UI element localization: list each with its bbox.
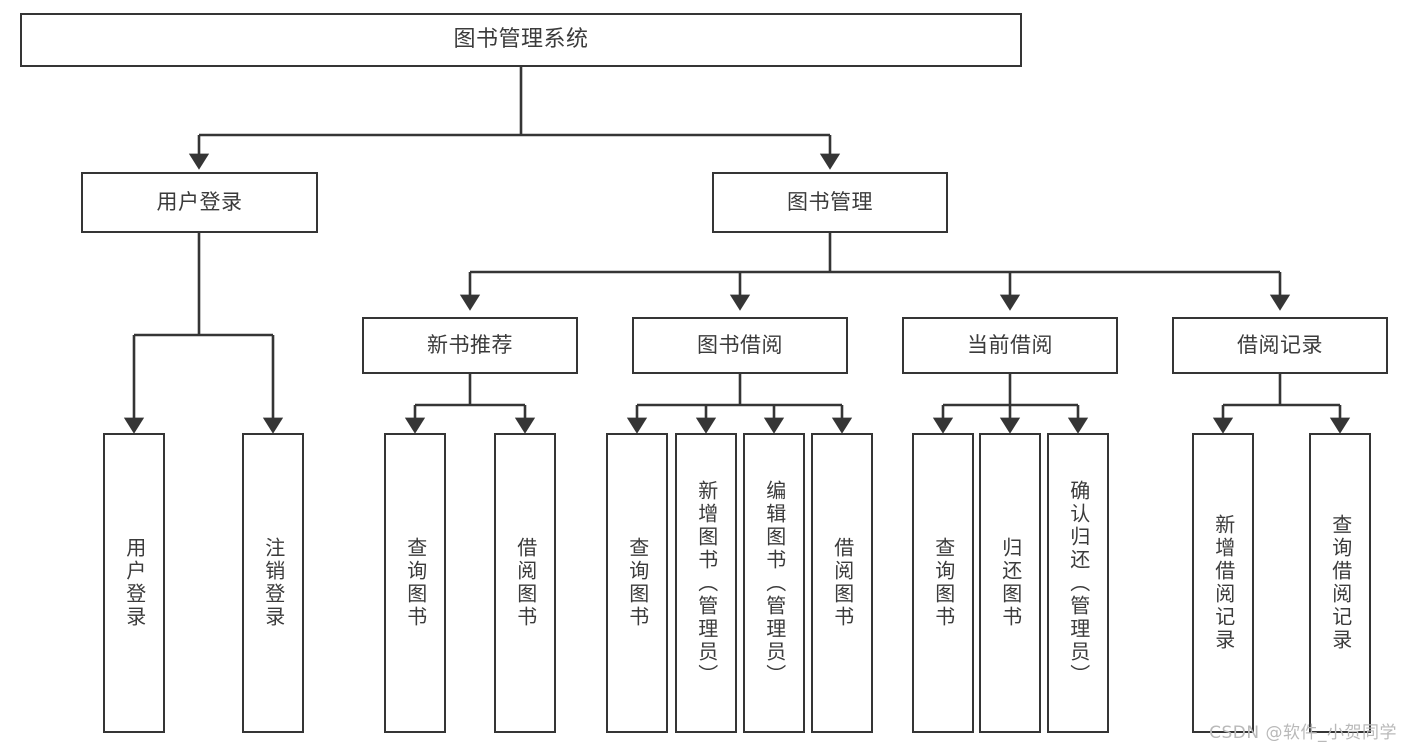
- node-leaf-bb-query-book-label: 查询图书: [625, 537, 650, 629]
- node-new-book-recommend[interactable]: 新书推荐: [362, 317, 578, 374]
- node-leaf-bb-borrow-book[interactable]: 借阅图书: [811, 433, 873, 733]
- watermark-text: CSDN @软件_小贺同学: [1209, 723, 1397, 743]
- node-leaf-br-query-record[interactable]: 查询借阅记录: [1309, 433, 1371, 733]
- node-user-login[interactable]: 用户登录: [81, 172, 318, 233]
- node-book-borrow[interactable]: 图书借阅: [632, 317, 848, 374]
- node-leaf-bb-query-book[interactable]: 查询图书: [606, 433, 668, 733]
- node-current-borrow[interactable]: 当前借阅: [902, 317, 1118, 374]
- node-leaf-bb-add-book[interactable]: 新增图书（管理员）: [675, 433, 737, 733]
- node-borrow-record[interactable]: 借阅记录: [1172, 317, 1388, 374]
- node-user-login-label: 用户登录: [156, 190, 243, 215]
- node-leaf-br-query-record-label: 查询借阅记录: [1328, 514, 1353, 652]
- node-book-management[interactable]: 图书管理: [712, 172, 948, 233]
- node-leaf-cb-return-book-label: 归还图书: [998, 537, 1023, 629]
- node-leaf-logout-label: 注销登录: [261, 537, 286, 629]
- node-leaf-bb-add-book-label: 新增图书（管理员）: [694, 479, 719, 687]
- node-root[interactable]: 图书管理系统: [20, 13, 1022, 67]
- node-leaf-bb-edit-book[interactable]: 编辑图书（管理员）: [743, 433, 805, 733]
- node-leaf-cb-query-book[interactable]: 查询图书: [912, 433, 974, 733]
- node-leaf-nb-query-book-label: 查询图书: [403, 537, 428, 629]
- node-leaf-user-login[interactable]: 用户登录: [103, 433, 165, 733]
- node-book-borrow-label: 图书借阅: [697, 333, 783, 358]
- node-leaf-cb-confirm-return[interactable]: 确认归还（管理员）: [1047, 433, 1109, 733]
- node-leaf-bb-edit-book-label: 编辑图书（管理员）: [762, 479, 787, 687]
- node-leaf-nb-borrow-book[interactable]: 借阅图书: [494, 433, 556, 733]
- node-leaf-br-add-record[interactable]: 新增借阅记录: [1192, 433, 1254, 733]
- node-leaf-nb-query-book[interactable]: 查询图书: [384, 433, 446, 733]
- node-leaf-cb-query-book-label: 查询图书: [931, 537, 956, 629]
- node-borrow-record-label: 借阅记录: [1237, 333, 1323, 358]
- node-leaf-bb-borrow-book-label: 借阅图书: [830, 537, 855, 629]
- node-leaf-br-add-record-label: 新增借阅记录: [1211, 514, 1236, 652]
- node-leaf-cb-confirm-return-label: 确认归还（管理员）: [1066, 479, 1091, 687]
- node-leaf-cb-return-book[interactable]: 归还图书: [979, 433, 1041, 733]
- node-leaf-nb-borrow-book-label: 借阅图书: [513, 537, 538, 629]
- node-current-borrow-label: 当前借阅: [967, 333, 1053, 358]
- node-leaf-user-login-label: 用户登录: [122, 537, 147, 629]
- node-book-management-label: 图书管理: [787, 190, 873, 215]
- node-root-label: 图书管理系统: [453, 27, 589, 53]
- node-leaf-logout[interactable]: 注销登录: [242, 433, 304, 733]
- node-new-book-recommend-label: 新书推荐: [427, 333, 513, 358]
